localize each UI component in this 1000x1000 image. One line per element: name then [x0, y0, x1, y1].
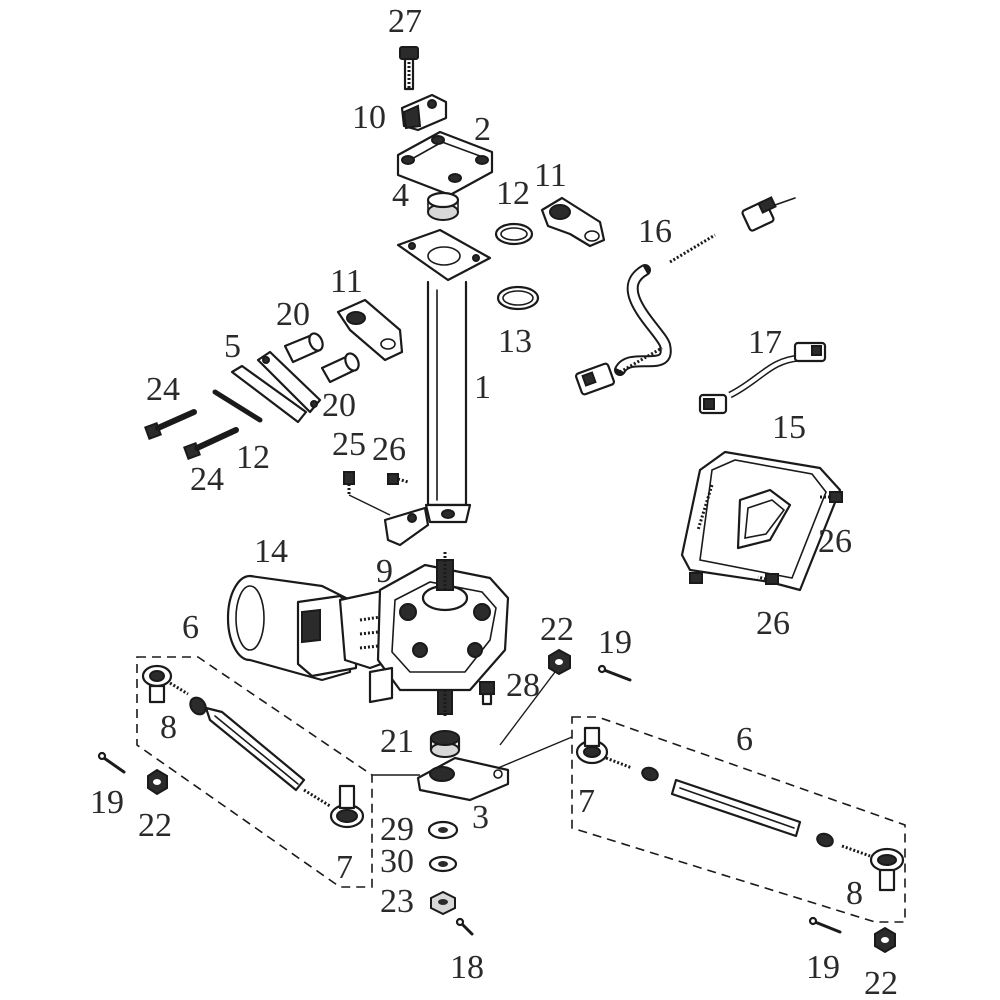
label-22-left: 22: [138, 807, 172, 844]
right-tie-rod: [575, 726, 905, 892]
label-17: 17: [748, 324, 782, 361]
bolt-24-upper: [144, 409, 197, 440]
label-26-right: 26: [818, 523, 852, 560]
bolt-27: [399, 46, 419, 91]
label-19-left: 19: [90, 784, 124, 821]
spacer-20-lower: [320, 352, 360, 384]
label-29: 29: [380, 811, 414, 848]
label-5: 5: [224, 328, 241, 365]
cotter-pin-19-left: [97, 751, 126, 774]
cotter-pin-19-top: [597, 664, 632, 682]
bracket-3: [416, 756, 510, 802]
nut-22-right: [874, 926, 896, 954]
bolt-24-lower: [183, 427, 239, 460]
label-7-left: 7: [336, 849, 353, 886]
screw-26-bottom: [757, 573, 779, 585]
label-11-lower: 11: [330, 263, 363, 300]
oring-12-upper: [494, 222, 534, 246]
bushing-21: [429, 730, 461, 758]
label-14: 14: [254, 533, 288, 570]
label-26-bottom: 26: [756, 605, 790, 642]
label-28: 28: [506, 667, 540, 704]
clamp-11-lower: [336, 298, 404, 362]
washer-30: [428, 855, 458, 873]
label-19-right: 19: [806, 949, 840, 986]
bushing-4: [426, 191, 460, 221]
nut-22-left: [147, 768, 168, 796]
part-labels: 27 10 2 4 12 11 16 11 20 13 5 17 1 24 20…: [90, 3, 898, 1000]
washer-29: [427, 820, 459, 840]
label-30: 30: [380, 843, 414, 880]
steering-column-1: [396, 228, 492, 524]
label-26-top: 26: [372, 431, 406, 468]
label-16: 16: [638, 213, 672, 250]
left-tie-rod: [141, 664, 365, 829]
left-tie-rod-assembly-outline: [136, 656, 373, 888]
nut-22-top: [548, 648, 571, 676]
cotter-pin-19-right: [808, 916, 842, 934]
wire-17: [698, 341, 827, 415]
label-18: 18: [450, 949, 484, 986]
label-27: 27: [388, 3, 422, 40]
label-19-top: 19: [598, 624, 632, 661]
oring-13: [496, 285, 540, 311]
label-1: 1: [474, 369, 491, 406]
label-6-right: 6: [736, 721, 753, 758]
wire-harness-16: [575, 196, 796, 396]
label-25: 25: [332, 426, 366, 463]
label-8-right: 8: [846, 875, 863, 912]
screw-26-right: [820, 491, 843, 503]
label-8-left: 8: [160, 709, 177, 746]
label-23: 23: [380, 883, 414, 920]
label-9: 9: [376, 553, 393, 590]
clamp-11-upper: [540, 196, 606, 248]
label-22-right: 22: [864, 965, 898, 1000]
right-tie-rod-assembly-outline: [571, 716, 906, 923]
label-20-lower: 20: [322, 387, 356, 424]
label-12-upper: 12: [496, 175, 530, 212]
label-15: 15: [772, 409, 806, 446]
label-10: 10: [352, 99, 386, 136]
nut-23: [430, 890, 456, 916]
steering-gearbox: [368, 552, 510, 716]
pin-12-lower: [212, 389, 263, 423]
label-24-upper: 24: [146, 371, 180, 408]
screw-26-top: [387, 473, 409, 485]
label-2: 2: [474, 111, 491, 148]
spacer-20-upper: [283, 332, 324, 364]
label-20-upper: 20: [276, 296, 310, 333]
label-4: 4: [392, 177, 409, 214]
bracket-9: [383, 506, 430, 547]
label-6-left: 6: [182, 609, 199, 646]
controller-15: [680, 450, 842, 592]
cotter-pin-18: [455, 917, 474, 936]
holder-2: [396, 130, 494, 197]
plate-5: [230, 350, 322, 424]
leader-bracket-right: [497, 736, 573, 769]
label-24-lower: 24: [190, 461, 224, 498]
screw-25: [343, 471, 391, 516]
label-22-top: 22: [540, 611, 574, 648]
label-3: 3: [472, 799, 489, 836]
label-11-upper: 11: [534, 157, 567, 194]
leader-nut-22: [499, 671, 556, 746]
label-12-lower: 12: [236, 439, 270, 476]
clamp-10: [400, 93, 448, 132]
label-7-right: 7: [578, 783, 595, 820]
bolt-28: [479, 681, 495, 706]
label-21: 21: [380, 723, 414, 760]
label-13: 13: [498, 323, 532, 360]
